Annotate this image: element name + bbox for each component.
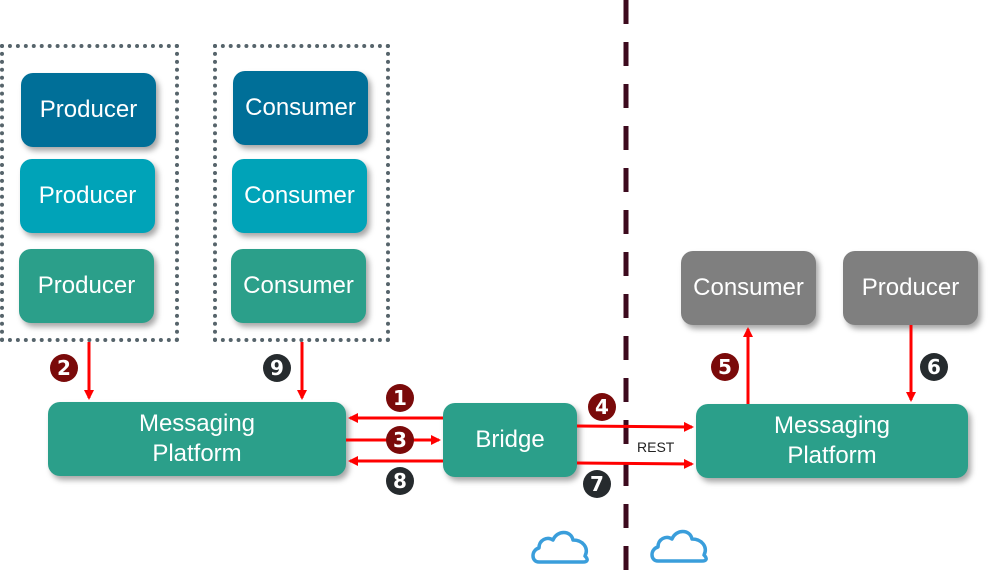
step-badge-7: 7 (583, 470, 611, 498)
platform-label-line2: Platform (787, 442, 877, 469)
step-badge-6: 6 (920, 353, 948, 381)
producer-node-remote[interactable]: Producer (843, 251, 978, 325)
bridge-label: Bridge (475, 426, 545, 453)
consumer-label: Consumer (243, 272, 354, 299)
producer-node-1[interactable]: Producer (21, 73, 156, 147)
producer-label: Producer (861, 274, 960, 301)
producer-node-3[interactable]: Producer (19, 249, 154, 323)
consumer-label: Consumer (693, 274, 804, 301)
rest-label: REST (637, 439, 675, 455)
messaging-platform-right[interactable]: Messaging Platform (696, 404, 968, 478)
consumer-node-2[interactable]: Consumer (232, 159, 367, 233)
consumer-group (213, 44, 390, 342)
consumer-node-3[interactable]: Consumer (231, 249, 366, 323)
step-badge-2: 2 (50, 354, 78, 382)
producer-label: Producer (38, 182, 137, 209)
producer-node-2[interactable]: Producer (20, 159, 155, 233)
consumer-node-remote[interactable]: Consumer (681, 251, 816, 325)
consumer-label: Consumer (244, 182, 355, 209)
consumer-node-1[interactable]: Consumer (233, 71, 368, 145)
arrow-step-7 (576, 458, 694, 469)
producer-group (0, 44, 179, 342)
bridge-node[interactable]: Bridge (443, 403, 577, 477)
step-badge-9: 9 (263, 354, 291, 382)
step-badge-1: 1 (386, 384, 414, 412)
cloud-icon (650, 529, 708, 563)
step-badge-5: 5 (711, 353, 739, 381)
platform-label-line1: Messaging (138, 410, 256, 437)
producer-label: Producer (37, 272, 136, 299)
platform-label-line2: Platform (152, 440, 242, 467)
messaging-platform-left[interactable]: Messaging Platform (48, 402, 346, 476)
step-badge-4: 4 (588, 393, 616, 421)
cloud-icon (531, 530, 589, 564)
consumer-label: Consumer (245, 94, 356, 121)
producer-label: Producer (39, 96, 138, 123)
step-badge-3: 3 (386, 426, 414, 454)
step-badge-8: 8 (386, 467, 414, 495)
platform-label-line1: Messaging (773, 412, 891, 439)
arrow-step-4 (576, 421, 694, 432)
